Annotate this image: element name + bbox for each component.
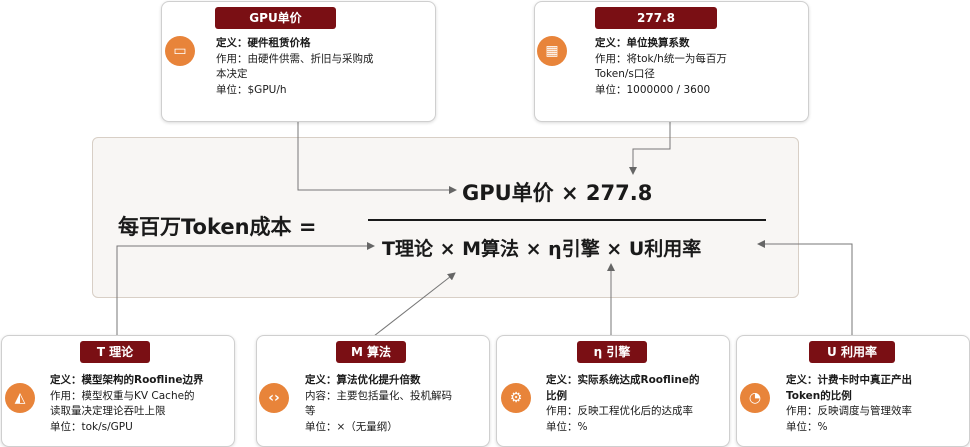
t-effect-line2: 读取量决定理论吞吐上限 — [50, 405, 166, 417]
u-effect: 作用：反映调度与管理效率 — [786, 405, 912, 417]
gpu-effect-line2: 本决定 — [216, 68, 248, 80]
area-chart-icon: ◭ — [5, 383, 35, 413]
u-unit: 单位：% — [786, 420, 828, 433]
eta-definition-line2: 比例 — [546, 389, 567, 402]
eta-unit: 单位：% — [546, 420, 588, 433]
arrow-m — [373, 272, 456, 337]
eta-engine-text: 定义：实际系统达成Roofline的 比例 作用：反映工程优化后的达成率 单位：… — [546, 373, 726, 435]
formula-lhs: 每百万Token成本 = — [118, 215, 317, 239]
arrow-t — [116, 242, 375, 336]
pie-chart-icon: ◔ — [740, 383, 770, 413]
arrow-factor — [629, 121, 671, 175]
factor-definition: 定义：单位换算系数 — [595, 37, 690, 49]
arrow-gpu — [297, 121, 457, 194]
gpu-price-text: 定义：硬件租赁价格 作用：由硬件供需、折旧与采购成 本决定 单位：$GPU/h — [216, 36, 430, 98]
tag-gpu-price: GPU单价 — [215, 7, 336, 29]
arrow-u — [757, 240, 853, 336]
tag-eta-engine: η 引擎 — [577, 341, 647, 363]
u-utilization-text: 定义：计费卡时中真正产出 Token的比例 作用：反映调度与管理效率 单位：% — [786, 373, 966, 435]
tag-conversion-factor: 277.8 — [595, 7, 717, 29]
t-theory-text: 定义：模型架构的Roofline边界 作用：模型权重与KV Cache的 读取量… — [50, 373, 232, 435]
gpu-unit: 单位：$GPU/h — [216, 83, 287, 96]
fraction-bar — [368, 219, 766, 221]
u-definition-line2: Token的比例 — [786, 389, 852, 402]
m-content-line2: 等 — [305, 405, 316, 417]
factor-unit: 单位：1000000 / 3600 — [595, 83, 711, 96]
conversion-factor-text: 定义：单位换算系数 作用：将tok/h统一为每百万 Token/s口径 单位：1… — [595, 36, 803, 98]
monitor-icon: ▭ — [165, 36, 195, 66]
formula-panel — [92, 137, 799, 298]
t-effect-line1: 作用：模型权重与KV Cache的 — [50, 389, 195, 402]
engine-icon: ⚙ — [501, 383, 531, 413]
factor-effect-line2: Token/s口径 — [595, 68, 655, 80]
tag-t-theory: T 理论 — [80, 341, 150, 363]
m-content-line1: 内容：主要包括量化、投机解码 — [305, 389, 452, 402]
code-icon: ‹› — [259, 383, 289, 413]
eta-effect: 作用：反映工程优化后的达成率 — [546, 405, 693, 417]
gpu-definition: 定义：硬件租赁价格 — [216, 37, 311, 49]
u-definition-line1: 定义：计费卡时中真正产出 — [786, 374, 912, 386]
m-definition: 定义：算法优化提升倍数 — [305, 374, 421, 386]
factor-effect-line1: 作用：将tok/h统一为每百万 — [595, 52, 727, 65]
tag-m-algorithm: M 算法 — [336, 341, 406, 363]
eta-definition-line1: 定义：实际系统达成Roofline的 — [546, 374, 700, 386]
t-unit: 单位：tok/s/GPU — [50, 420, 133, 433]
m-unit: 单位：×（无量纲） — [305, 420, 398, 433]
formula-denominator: T理论 × M算法 × η引擎 × U利用率 — [382, 238, 702, 260]
m-algorithm-text: 定义：算法优化提升倍数 内容：主要包括量化、投机解码 等 单位：×（无量纲） — [305, 373, 485, 435]
tag-u-utilization: U 利用率 — [809, 341, 895, 363]
formula-numerator: GPU单价 × 277.8 — [462, 181, 653, 205]
calculator-icon: ▦ — [537, 36, 567, 66]
t-definition: 定义：模型架构的Roofline边界 — [50, 374, 204, 386]
gpu-effect-line1: 作用：由硬件供需、折旧与采购成 — [216, 52, 374, 65]
